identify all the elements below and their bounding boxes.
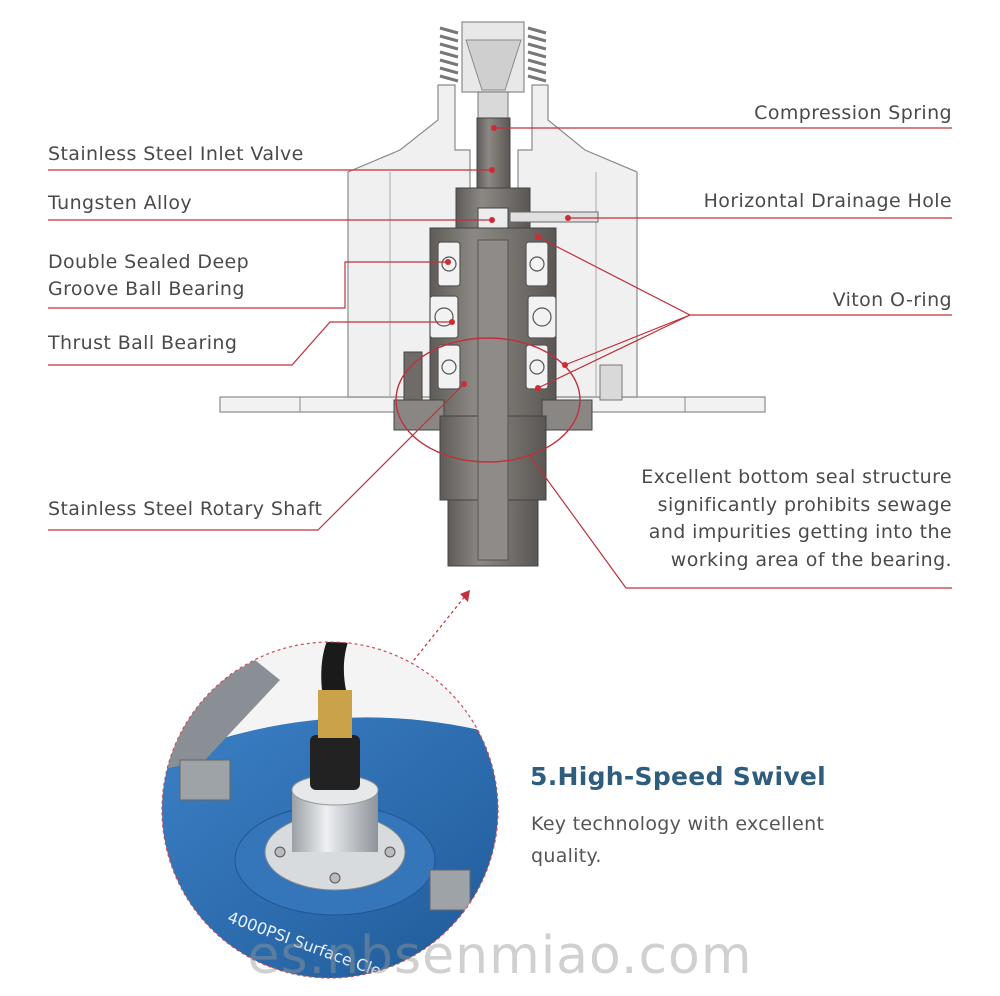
label-rotary-shaft: Stainless Steel Rotary Shaft — [48, 498, 323, 520]
leader-lines — [48, 127, 952, 666]
feature-description: Key technology with excellent quality. — [531, 813, 825, 867]
label-drainage-hole: Horizontal Drainage Hole — [703, 190, 952, 212]
seal-highlight-ring — [395, 337, 581, 463]
label-viton-oring: Viton O-ring — [832, 289, 952, 311]
label-thrust-bearing: Thrust Ball Bearing — [48, 332, 238, 354]
watermark: es.nbsenmiao.com — [247, 926, 753, 986]
bottom-seal-line3: and impurities getting into the — [648, 521, 952, 543]
bottom-seal-line1: Excellent bottom seal structure — [641, 466, 952, 488]
label-inlet-valve: Stainless Steel Inlet Valve — [48, 143, 304, 165]
label-tungsten-alloy: Tungsten Alloy — [48, 192, 193, 214]
label-deep-groove-bearing: Double Sealed Deep Groove Ball Bearing — [48, 249, 249, 303]
compression-spring-icon — [439, 26, 547, 83]
ball-bearing-icon — [429, 241, 557, 390]
product-photo: 4000PSI Surface Cle — [162, 642, 498, 978]
bottom-seal-line2: significantly prohibits sewage — [657, 493, 952, 516]
bottom-seal-line4: working area of the bearing. — [670, 548, 952, 571]
label-deep-groove-line2: Groove Ball Bearing — [48, 278, 245, 300]
photo-frame — [161, 641, 499, 979]
leader-dots — [445, 125, 571, 391]
label-compression-spring: Compression Spring — [754, 102, 952, 124]
feature-title: 5.High-Speed Swivel — [530, 762, 827, 791]
arrow-head-icon — [460, 590, 470, 602]
bottom-seal-description: Excellent bottom seal structure signific… — [641, 464, 952, 574]
label-deep-groove-line1: Double Sealed Deep — [48, 251, 250, 273]
